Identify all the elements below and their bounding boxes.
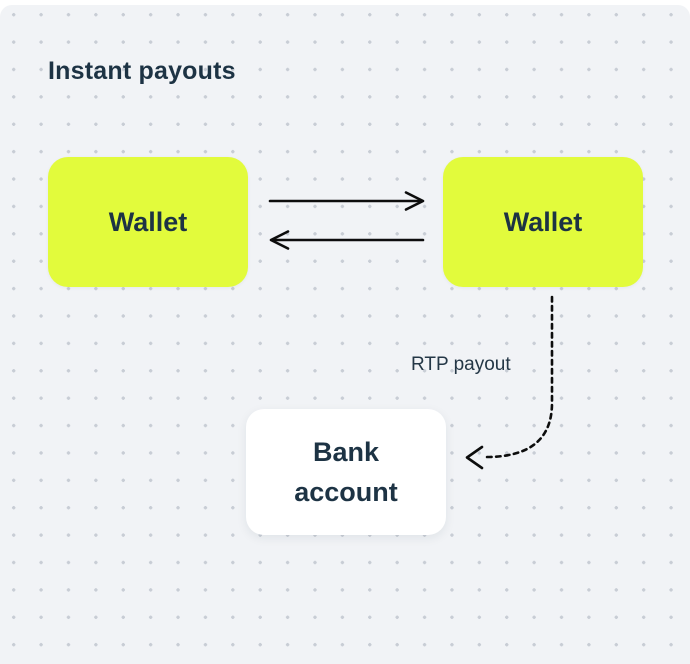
page-title: Instant payouts	[48, 57, 236, 85]
dashed-arrow-rtp-payout-icon	[465, 295, 554, 470]
node-bank-account: Bank account	[246, 409, 446, 535]
arrow-left-icon	[269, 230, 425, 250]
node-wallet-left: Wallet	[48, 157, 248, 287]
node-wallet-right: Wallet	[443, 157, 643, 287]
dotted-grid-panel: Instant payouts Wallet Wallet	[0, 5, 690, 664]
arrows-layer	[268, 191, 554, 470]
node-wallet-left-label: Wallet	[108, 206, 188, 237]
edge-label-rtp-payout: RTP payout	[411, 354, 511, 375]
node-bank-account-label: Bank account	[294, 437, 398, 507]
arrow-right-icon	[268, 191, 425, 211]
node-wallet-right-label: Wallet	[503, 206, 583, 237]
